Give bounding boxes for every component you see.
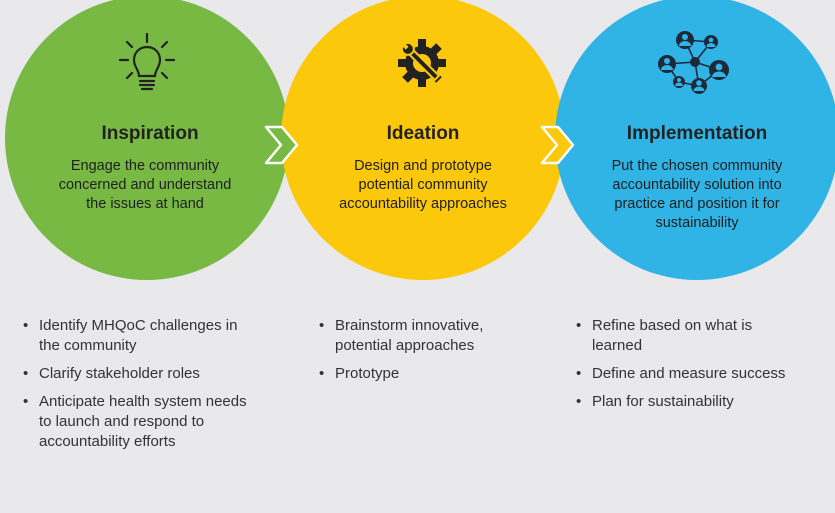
inspiration-description: Engage the community concerned and under… [58, 158, 232, 212]
inspiration-title: Inspiration [101, 123, 199, 144]
list-item: Identify MHQoC challenges in the communi… [17, 316, 262, 356]
ideation-description: Design and prototype potential community… [339, 158, 507, 212]
list-item: Refine based on what is learned [570, 316, 800, 356]
implementation-description: Put the chosen community accountability … [611, 158, 783, 231]
list-item: Clarify stakeholder roles [17, 364, 262, 384]
gear-wrench-icon [398, 39, 446, 87]
chevron-right-icon [540, 125, 575, 165]
ideation-bullet-list: Brainstorm innovative, potential approac… [313, 316, 538, 392]
chevron-right-icon [264, 125, 299, 165]
list-item: Plan for sustainability [570, 392, 800, 412]
ideation-title: Ideation [386, 123, 460, 144]
list-item: Define and measure success [570, 364, 800, 384]
list-item: Brainstorm innovative, potential approac… [313, 316, 538, 356]
implementation-bullet-list: Refine based on what is learned Define a… [570, 316, 800, 420]
inspiration-bullet-list: Identify MHQoC challenges in the communi… [17, 316, 262, 460]
lightbulb-icon [118, 32, 176, 91]
implementation-title: Implementation [626, 123, 768, 144]
list-item: Anticipate health system needs to launch… [17, 392, 262, 452]
list-item: Prototype [313, 364, 538, 384]
network-people-icon [658, 31, 729, 94]
implementation-circle [555, 0, 835, 280]
